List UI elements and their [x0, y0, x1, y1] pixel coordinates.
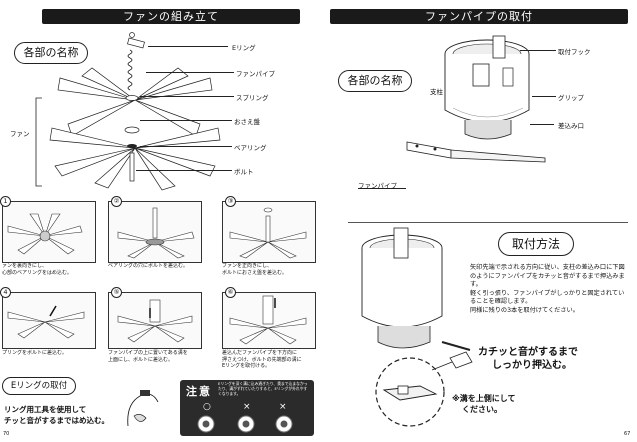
step-3-caption: ファンを正向きにし、 ボルトにおさえ盤を差込む。: [222, 263, 288, 276]
step-3-number: ③: [225, 196, 236, 207]
step-4-caption: プリングをボルトに差込む。: [2, 350, 68, 356]
right-parts-title: 各部の名称: [338, 70, 412, 92]
step-1-caption: ァンを裏向きにし、 心部のベアリングをはめ込む。: [2, 263, 73, 276]
label-hook: 取付フック: [558, 48, 591, 56]
label-retainer-plate: おさえ盤: [234, 118, 260, 126]
label-fan-pipe: ファンパイプ: [236, 70, 275, 78]
left-parts-title: 各部の名称: [14, 42, 88, 64]
note-text-2: ください。: [462, 405, 502, 414]
fan-exploded-diagram: [35, 32, 221, 191]
label-fan-pipe-right: ファンパイプ: [358, 182, 397, 190]
step-4-number: 4: [0, 287, 11, 298]
caution-ring-icons: [197, 415, 293, 433]
label-spring: スプリング: [236, 94, 269, 102]
label-bearing: ベアリング: [234, 144, 267, 152]
caution-label: 注意: [186, 385, 212, 398]
step-5-number: ⑤: [111, 287, 122, 298]
label-grip: グリップ: [558, 94, 584, 102]
right-page-header: ファンパイプの取付: [330, 9, 628, 24]
zoom-detail: [375, 351, 473, 427]
install-diagram: [361, 227, 471, 351]
caution-mark-ok: ○: [203, 402, 211, 412]
step-2-number: ②: [111, 196, 122, 207]
step-6-caption: 差込んだファンパイプを下方向に 押さえつけ、ボルトの先端部の溝に Eリングを取付…: [222, 350, 302, 369]
label-bolt: ボルト: [234, 168, 254, 176]
section-divider: [348, 222, 628, 223]
caution-mark-ng-1: ×: [243, 402, 251, 412]
step-1-number: 1: [0, 196, 11, 207]
label-e-ring: Eリング: [232, 44, 256, 52]
note-text-1: ※溝を上側にして: [452, 394, 516, 403]
ering-text-2: チッと音がするまではめ込む。: [4, 416, 109, 425]
step-4-panel: [2, 292, 96, 349]
ering-tool-illustration: [127, 390, 159, 427]
label-slot: 差込み口: [558, 122, 584, 130]
step-5-caption: ファンパイプの上に置いてある溝を 上面にし、ボルトに差込む。: [108, 350, 188, 363]
step-6-number: ⑥: [225, 287, 236, 298]
left-page-header: ファンの組み立て: [42, 9, 300, 24]
label-fan: ファン: [10, 130, 30, 138]
caution-mark-ng-2: ×: [279, 402, 287, 412]
post-diagram: [406, 35, 546, 163]
click-text-1: カチッと音がするまで: [478, 347, 578, 358]
method-instructions: 矢印先端で示される方向に従い、支柱の差込み口に下図のようにファンパイプをカチッと…: [470, 264, 625, 314]
right-page-number: 67: [624, 431, 631, 437]
left-page-number: 70: [3, 431, 10, 437]
ering-text-1: リング用工具を使用して: [4, 405, 87, 414]
step-illustrations: [7, 207, 307, 345]
label-post: 支柱: [430, 88, 443, 96]
step-2-caption: ベアリングの穴にボルトを差込む。: [108, 263, 189, 269]
click-text-2: しっかり押込む。: [492, 360, 572, 371]
caution-text: Eリングを深く溝に込み過ぎたり、奥まで込まなかったり、溝がずれていたりすると、E…: [218, 381, 308, 396]
ering-title: Eリングの取付: [2, 377, 76, 395]
method-title: 取付方法: [498, 232, 574, 256]
